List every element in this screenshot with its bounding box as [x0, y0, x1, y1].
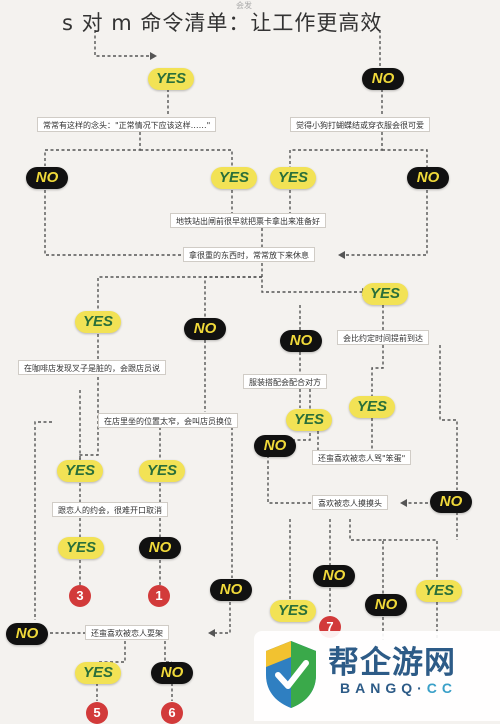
- question-box-8: 在店里坐的位置太窄，会叫店员换位: [98, 413, 238, 428]
- page-title: s 对 m 命令清单：让工作更高效: [62, 11, 383, 35]
- brand-domain: BANGQ·CC: [340, 680, 457, 696]
- yes-node-10: YES: [58, 537, 104, 559]
- shield-logo-icon: [266, 641, 316, 708]
- yes-node-1: YES: [148, 68, 194, 90]
- no-node-3: NO: [407, 167, 449, 189]
- yes-node-12: YES: [270, 600, 316, 622]
- no-node-7: NO: [430, 491, 472, 513]
- no-node-8: NO: [139, 537, 181, 559]
- yes-node-7: YES: [286, 409, 332, 431]
- yes-node-6: YES: [349, 396, 395, 418]
- yes-node-2: YES: [211, 167, 257, 189]
- result-circle-5: 5: [86, 702, 108, 724]
- no-node-5: NO: [280, 330, 322, 352]
- question-box-1: 常常有这样的念头："正常情况下应该这样……": [37, 117, 217, 132]
- brand-domain-main: BANGQ: [340, 680, 418, 696]
- no-node-11: NO: [365, 594, 407, 616]
- yes-node-3: YES: [270, 167, 316, 189]
- no-node-4: NO: [184, 318, 226, 340]
- brand-domain-dot: ·: [417, 680, 427, 696]
- no-node-6: NO: [254, 435, 296, 457]
- result-circle-3: 3: [69, 585, 91, 607]
- yes-node-8: YES: [57, 460, 103, 482]
- result-circle-1: 1: [148, 585, 170, 607]
- no-node-12: NO: [6, 623, 48, 645]
- brand-name: 帮企游网: [328, 645, 456, 681]
- no-node-9: NO: [313, 565, 355, 587]
- question-box-10: 跟恋人的约会，很难开口取消: [52, 502, 168, 517]
- question-box-7: 服装搭配会配合对方: [243, 374, 327, 389]
- yes-node-9: YES: [139, 460, 185, 482]
- question-box-12: 还蛮喜欢被恋人耍架: [85, 625, 169, 640]
- question-box-6: 在咖啡店发现叉子是脏的，会跟店员说: [18, 360, 166, 375]
- no-node-10: NO: [210, 579, 252, 601]
- question-box-3: 地铁站出闸前很早就把票卡拿出来准备好: [170, 213, 326, 228]
- question-box-11: 喜欢被恋人摸摸头: [312, 495, 388, 510]
- question-box-9: 还蛮喜欢被恋人骂"笨蛋": [312, 450, 412, 465]
- no-node-13: NO: [151, 662, 193, 684]
- result-circle-6: 6: [161, 702, 183, 724]
- brand-domain-cc: CC: [426, 680, 458, 696]
- question-box-5: 会比约定时间提前到达: [337, 330, 429, 345]
- question-box-2: 觉得小狗打蝴蝶结或穿衣服会很可爱: [290, 117, 430, 132]
- yes-node-11: YES: [416, 580, 462, 602]
- yes-node-5: YES: [75, 311, 121, 333]
- question-box-4: 拿很重的东西时，常常放下来休息: [183, 247, 315, 262]
- no-node-2: NO: [26, 167, 68, 189]
- watermark-top: 会发: [236, 1, 252, 10]
- yes-node-13: YES: [75, 662, 121, 684]
- no-node-1: NO: [362, 68, 404, 90]
- brand-watermark: 帮企游网 BANGQ·CC: [254, 631, 500, 721]
- yes-node-4: YES: [362, 283, 408, 305]
